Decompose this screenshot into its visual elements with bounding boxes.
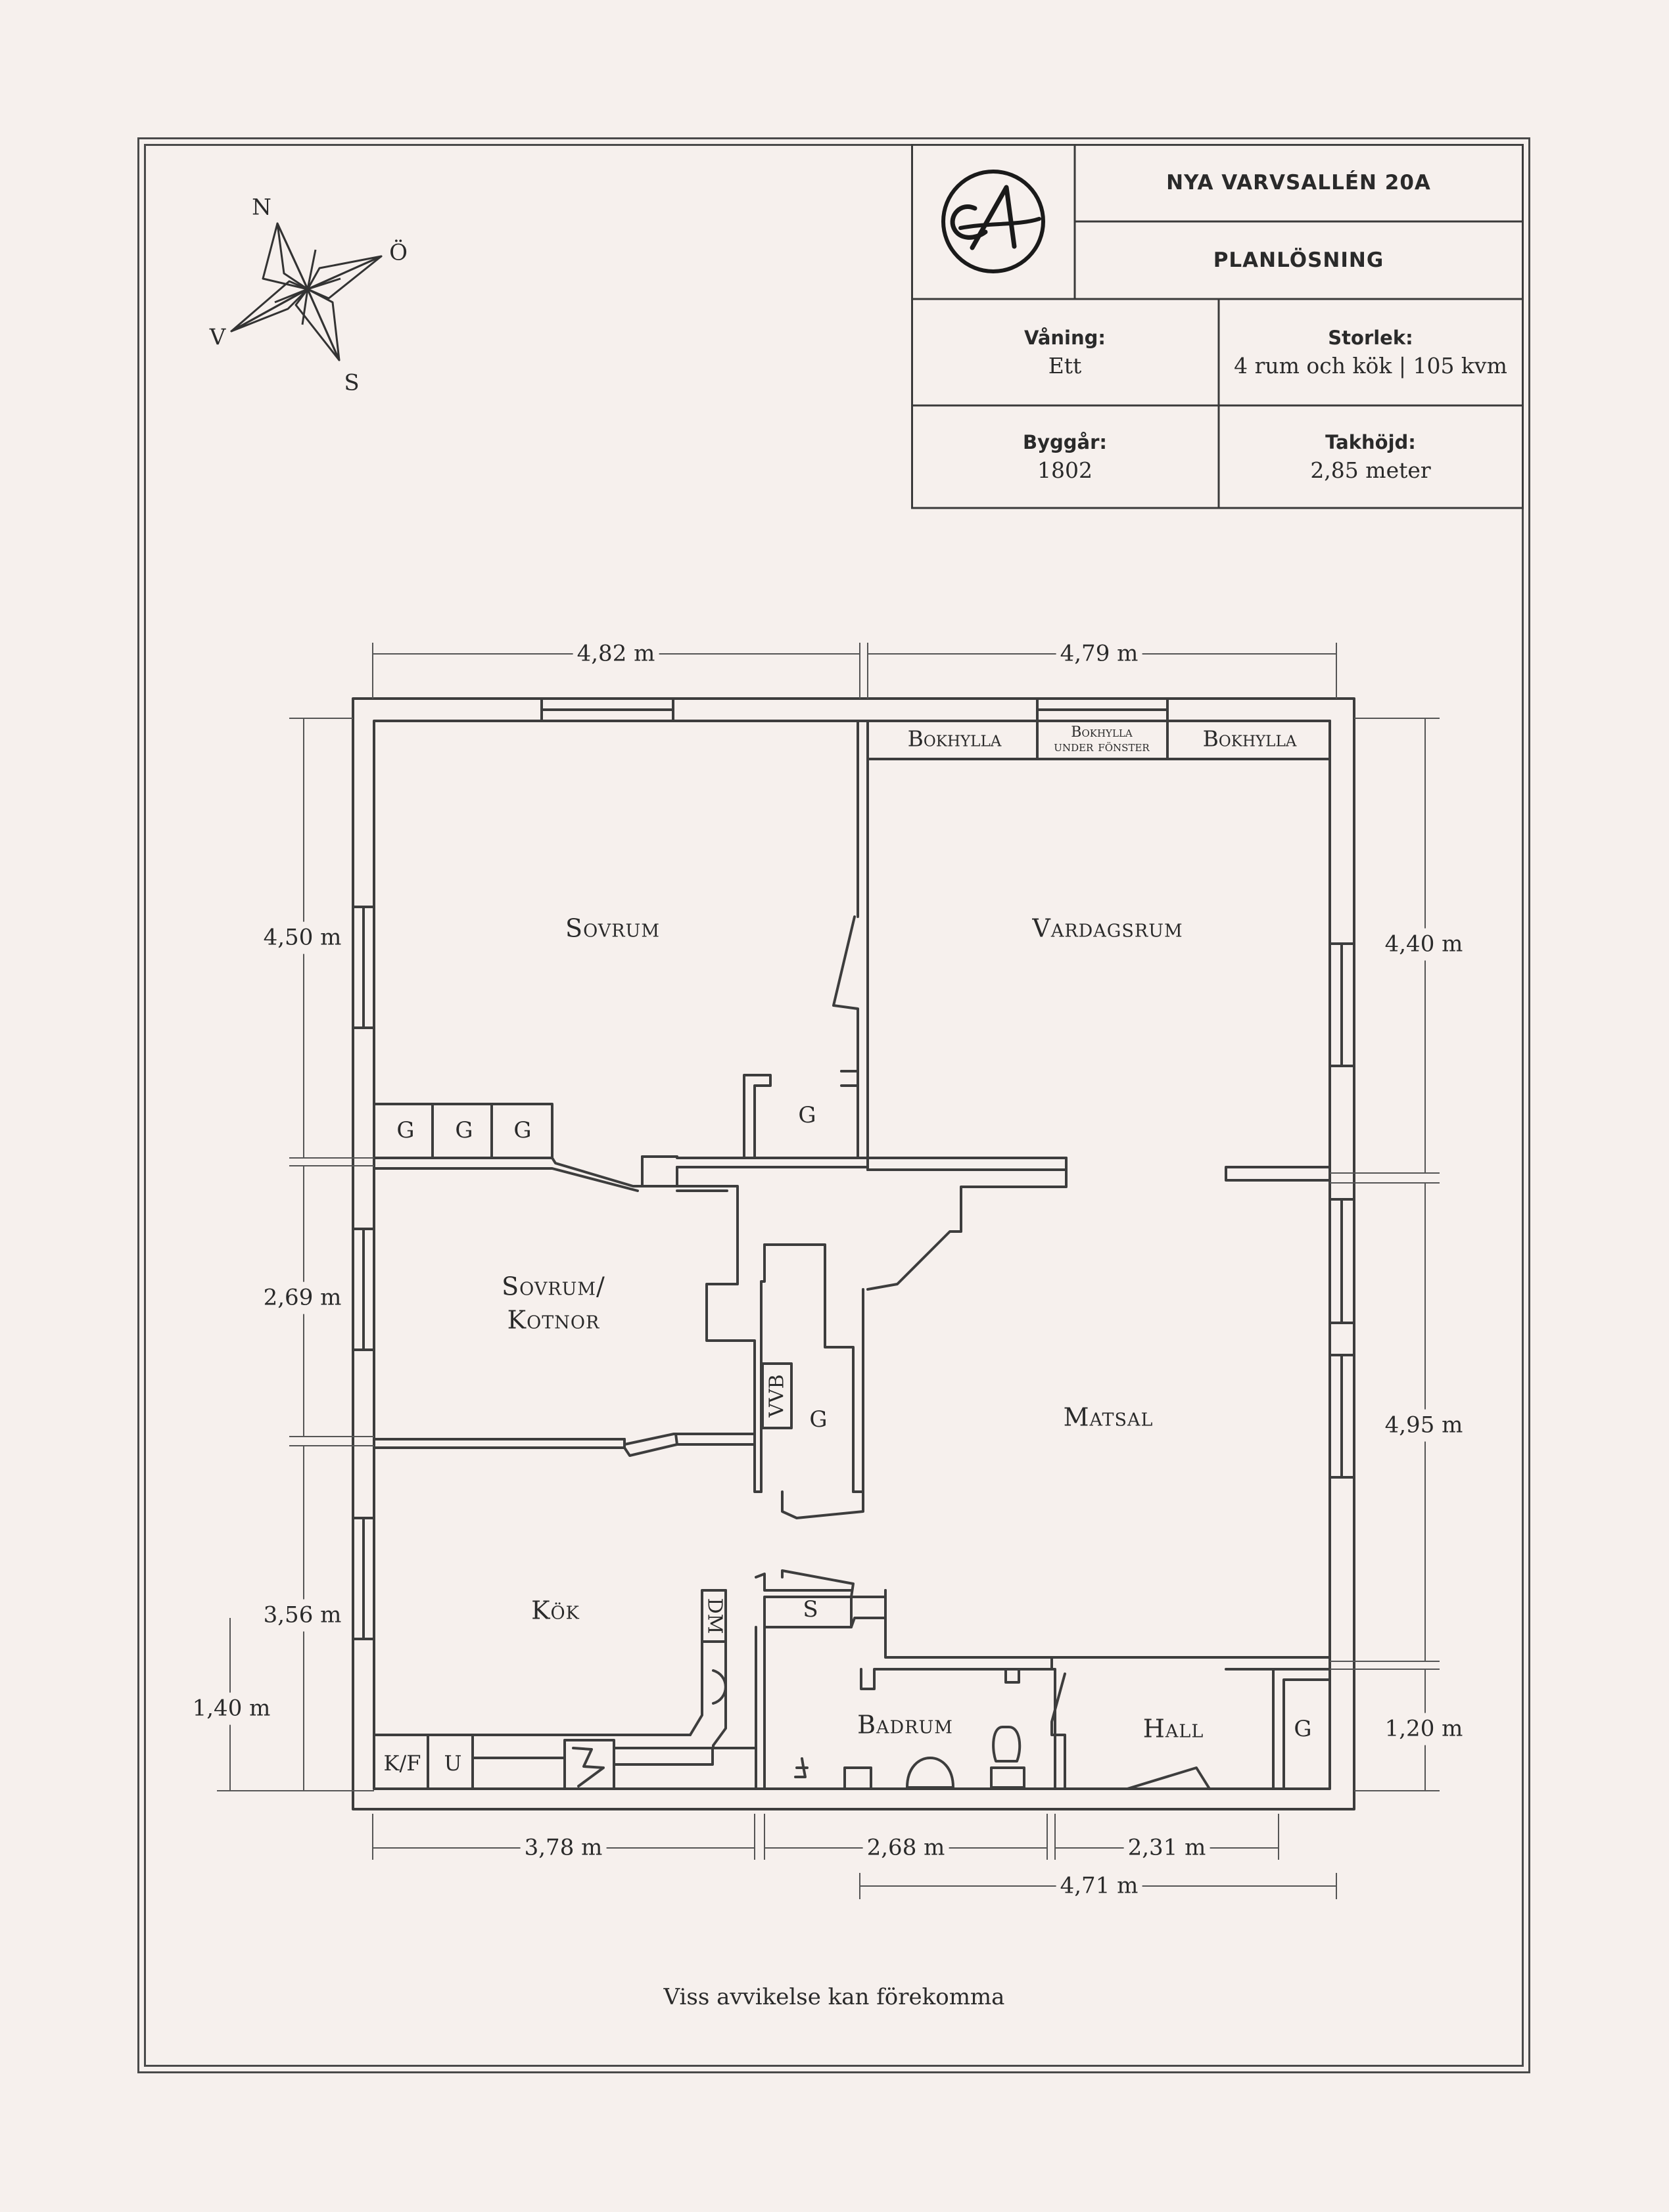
dim-top-right: 4,79 m — [1056, 640, 1142, 668]
compass-rose-icon — [230, 222, 383, 361]
field-year-value: 1802 — [1037, 457, 1093, 483]
room-kok: Kök — [531, 1596, 580, 1625]
compass-w: V — [209, 324, 226, 351]
bookshelf-under-window-line1: Bokhylla — [1071, 724, 1133, 741]
logo-monogram-icon — [941, 170, 1045, 273]
bookshelf-left-label: Bokhylla — [907, 726, 1002, 752]
room-sovrum: Sovrum — [565, 913, 660, 943]
room-hall: Hall — [1142, 1714, 1204, 1743]
outer-frame — [137, 137, 1530, 2073]
closet-g-sovrum: G — [798, 1102, 816, 1128]
dim-top-left: 4,82 m — [573, 640, 659, 668]
wardrobe-g-3: G — [513, 1117, 532, 1143]
compass-s: S — [344, 369, 360, 396]
dim-bottom-2: 2,68 m — [862, 1834, 949, 1862]
field-size-value: 4 rum och kök | 105 kvm — [1234, 352, 1507, 379]
field-year: Byggår: 1802 — [911, 405, 1219, 508]
dim-left-4: 1,40 m — [192, 1692, 271, 1725]
dishwasher-dm: DM — [703, 1598, 726, 1634]
dim-right-3: 1,20 m — [1384, 1713, 1463, 1745]
bookshelf-right-label: Bokhylla — [1202, 726, 1297, 752]
room-sovrum-kotnor-line1: Sovrum/ — [502, 1272, 605, 1301]
room-sovrum-kotnor-line2: Kotnor — [507, 1306, 600, 1335]
dim-right-2: 4,95 m — [1384, 1409, 1463, 1442]
dim-right-1: 4,40 m — [1384, 928, 1463, 961]
title-block: NYA VARVSALLÉN 20A PLANLÖSNING Våning: E… — [911, 144, 1524, 509]
dim-left-1: 4,50 m — [263, 921, 342, 954]
field-size-label: Storlek: — [1328, 326, 1413, 349]
field-floor-value: Ett — [1048, 352, 1082, 379]
room-vardagsrum: Vardagsrum — [1032, 913, 1183, 943]
bookshelf-under-window-line2: under fönster — [1054, 739, 1150, 755]
dim-bottom-4: 4,71 m — [1056, 1872, 1142, 1900]
dim-bottom-1: 3,78 m — [520, 1834, 607, 1862]
compass-n: N — [252, 194, 271, 221]
plan-title-text: PLANLÖSNING — [1213, 248, 1384, 272]
room-matsal: Matsal — [1063, 1402, 1154, 1432]
cabinet-s: S — [803, 1596, 818, 1623]
field-floor: Våning: Ett — [911, 299, 1219, 405]
exterior-wall-inner — [373, 720, 1331, 1790]
closet-g-hall: G — [1294, 1716, 1312, 1742]
compass-e: Ö — [389, 239, 408, 266]
bookshelf-under-window-label: Bokhylla under fönster — [1054, 726, 1149, 754]
field-size: Storlek: 4 rum och kök | 105 kvm — [1219, 299, 1522, 405]
field-height-label: Takhöjd: — [1325, 430, 1416, 453]
closet-g-center: G — [809, 1406, 828, 1433]
wardrobe-g-2: G — [455, 1117, 473, 1143]
oven-u: U — [444, 1751, 462, 1776]
vvb-box — [761, 1362, 793, 1429]
room-badrum: Badrum — [857, 1710, 953, 1740]
dim-left-2: 2,69 m — [263, 1281, 342, 1314]
water-heater-vvb: VVB — [765, 1374, 789, 1417]
dim-bottom-3: 2,31 m — [1123, 1834, 1210, 1862]
title-block-grid — [911, 144, 1524, 509]
logo — [911, 144, 1075, 299]
exterior-wall-outer — [352, 697, 1355, 1810]
field-floor-label: Våning: — [1023, 326, 1106, 349]
wardrobe-g-1: G — [396, 1117, 415, 1143]
dim-left-3: 3,56 m — [263, 1599, 342, 1632]
fridge-freezer-kf: K/F — [383, 1751, 421, 1776]
field-height: Takhöjd: 2,85 meter — [1219, 405, 1522, 508]
room-sovrum-kotnor: Sovrum/ Kotnor — [502, 1270, 605, 1338]
address: NYA VARVSALLÉN 20A — [1075, 144, 1522, 221]
disclaimer: Viss avvikelse kan förekomma — [663, 1984, 1005, 2010]
plan-title: PLANLÖSNING — [1075, 221, 1522, 299]
field-height-value: 2,85 meter — [1310, 457, 1431, 483]
field-year-label: Byggår: — [1023, 430, 1107, 453]
inner-frame — [144, 144, 1524, 2067]
address-text: NYA VARVSALLÉN 20A — [1166, 171, 1431, 195]
